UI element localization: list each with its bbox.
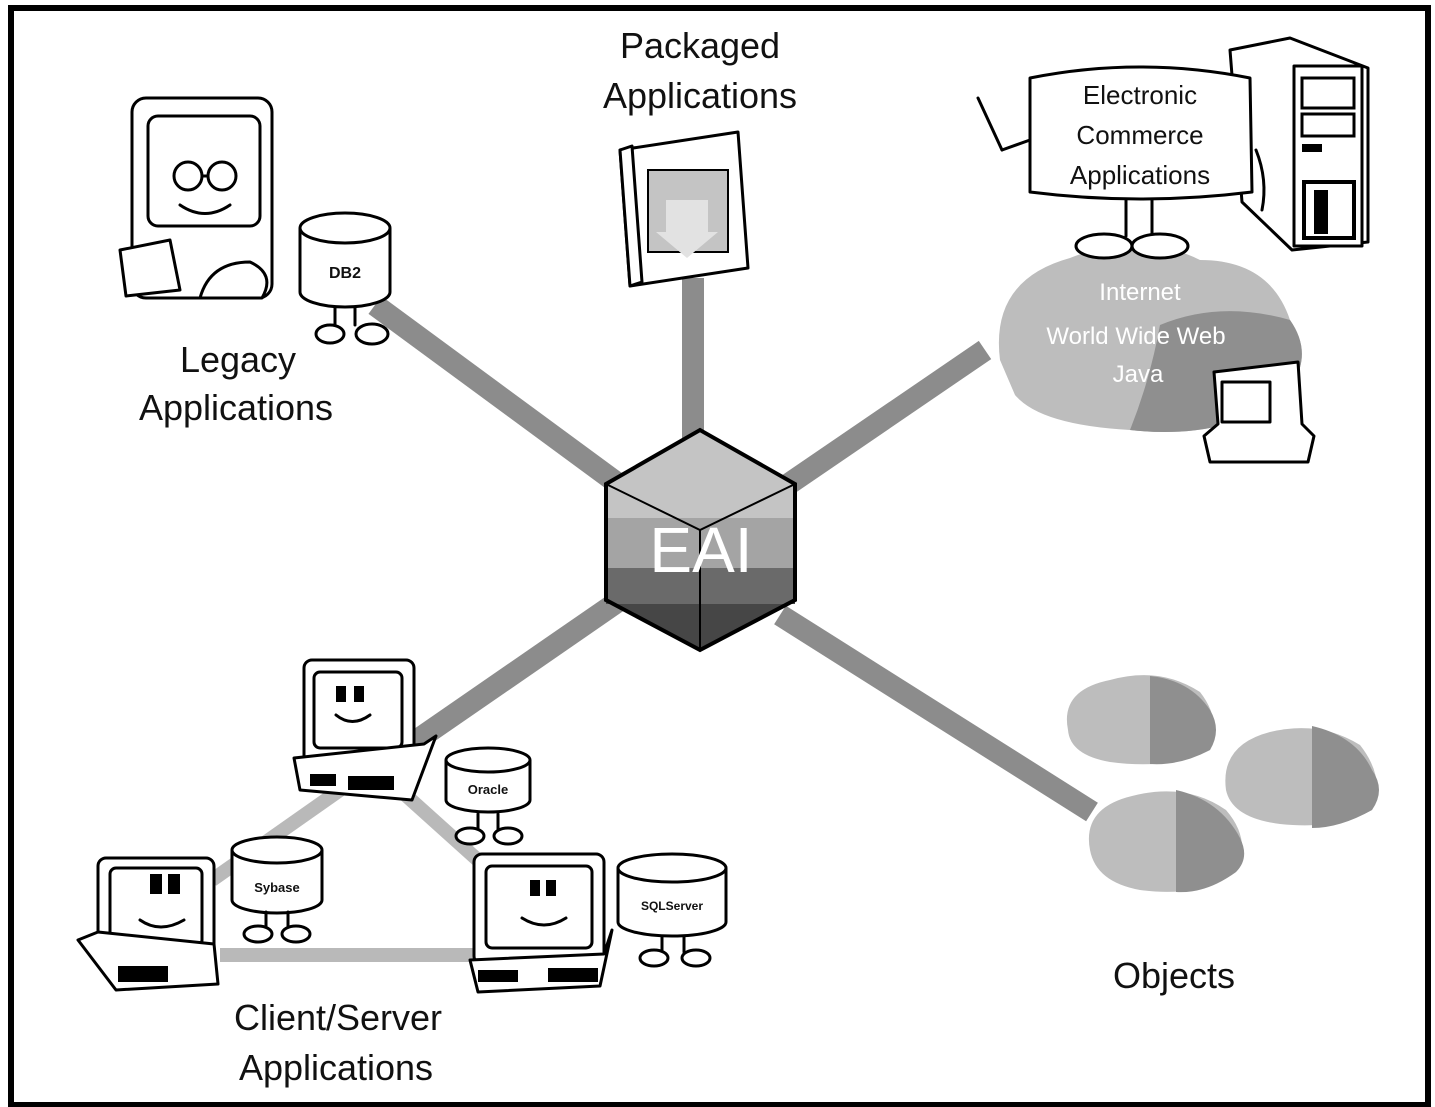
connector-internet [773, 340, 992, 500]
pc-top-icon [292, 658, 438, 802]
client-server-group: Oracle Sybase [76, 658, 728, 1088]
oracle-database-icon: Oracle [444, 746, 532, 846]
legacy-label-line2: Applications [139, 387, 333, 428]
sybase-database-icon: Sybase [230, 835, 324, 944]
ecommerce-label-line1: Electronic [1083, 80, 1197, 110]
object-blob-right [1225, 726, 1379, 828]
sybase-label: Sybase [254, 880, 300, 895]
server-tower-icon [1228, 36, 1370, 252]
pc-left-icon [76, 856, 220, 992]
oracle-label: Oracle [468, 782, 508, 797]
internet-label-line3: Java [1113, 361, 1164, 388]
diagram-border [8, 5, 1431, 1107]
ecommerce-label-line2: Commerce [1076, 120, 1203, 150]
client-server-label-line1: Client/Server [234, 997, 442, 1038]
packaged-label-line1: Packaged [620, 25, 780, 66]
objects-label: Objects [1113, 955, 1235, 996]
objects-group: Objects [1066, 675, 1379, 996]
connector-legacy [368, 296, 647, 509]
internet-label-line2: World Wide Web [1046, 323, 1225, 350]
legacy-label-line1: Legacy [180, 339, 296, 380]
ecommerce-speech-bubble: Electronic Commerce Applications [976, 65, 1254, 260]
client-server-label-line2: Applications [239, 1047, 433, 1088]
legacy-apps-group: DB2 Legacy Applications [118, 96, 392, 428]
packaged-label-line2: Applications [603, 75, 797, 116]
cube-top-face [606, 430, 795, 518]
connector-objects [774, 605, 1098, 822]
eai-hub-cube: EAI [604, 427, 797, 653]
internet-label-line1: Internet [1099, 279, 1181, 306]
internet-ecommerce-group: Internet World Wide Web Java Electronic … [976, 36, 1370, 464]
db2-database-icon: DB2 [298, 211, 392, 346]
cube-outline [604, 427, 797, 653]
mainframe-terminal-icon [118, 96, 274, 300]
sqlserver-database-icon: SQLServer [616, 852, 728, 968]
client-pc-icon [1202, 360, 1316, 464]
connector-client-server [403, 590, 627, 755]
object-blob-bottom [1088, 790, 1245, 893]
ecommerce-label-line3: Applications [1070, 160, 1210, 190]
db2-label: DB2 [329, 265, 361, 282]
connectors [368, 278, 1098, 822]
shrink-wrap-box-icon [618, 130, 750, 288]
sqlserver-label: SQLServer [641, 899, 703, 913]
packaged-apps-group: Packaged Applications [603, 25, 797, 288]
pc-right-icon [468, 852, 614, 994]
hub-label: EAI [649, 514, 752, 586]
object-blob-top [1066, 675, 1216, 765]
